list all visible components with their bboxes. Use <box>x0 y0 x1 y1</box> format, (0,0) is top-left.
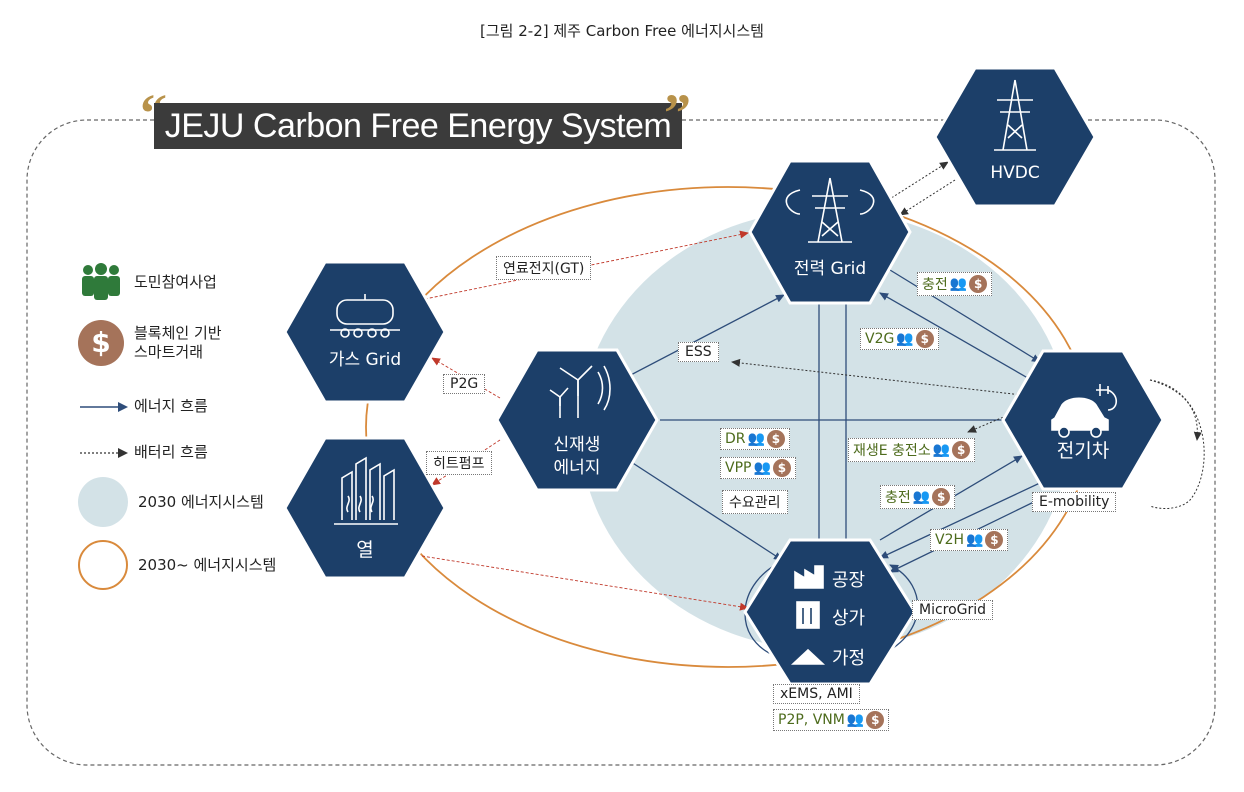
p2p-vnm-label: P2P, VNM <box>778 712 845 728</box>
v2g-label: V2G <box>865 331 895 347</box>
coin-icon: $ <box>952 441 971 459</box>
legend-participation-label: 도민참여사업 <box>134 272 217 291</box>
renewable-label-line2: 에너지 <box>554 458 601 478</box>
vpp-label: VPP <box>725 460 752 476</box>
transmission-tower-icon <box>994 79 1036 151</box>
p2g-label: P2G <box>443 374 486 394</box>
figure-caption: [그림 2-2] 제주 Carbon Free 에너지시스템 <box>480 22 764 40</box>
people-icon: 👥 <box>753 460 771 476</box>
commercial-building-icon <box>796 601 820 629</box>
microgrid-label: MicroGrid <box>912 600 994 620</box>
legend-blockchain: $ 블록체인 기반 스마트거래 <box>78 320 222 366</box>
hex-icons <box>330 79 1118 665</box>
heat-label: 열 <box>356 539 373 561</box>
demand-mgmt-label: 수요관리 <box>722 490 788 514</box>
coin-icon: $ <box>766 430 785 448</box>
charging-tag-top: 충전 👥 $ <box>917 272 993 296</box>
v2h-label: V2H <box>935 532 965 548</box>
legend-blockchain-line2: 스마트거래 <box>134 343 204 361</box>
legend-system-2030: 2030 에너지시스템 <box>78 477 264 527</box>
v2h-tag: V2H 👥 $ <box>930 529 1009 551</box>
coin-icon: $ <box>932 488 951 506</box>
solid-arrow-icon <box>80 401 128 412</box>
renewable-hex <box>495 348 659 492</box>
charging-top-label: 충전 <box>922 277 948 293</box>
legend-battery-flow: 배터리 흐름 <box>78 443 208 462</box>
dr-tag: DR 👥 $ <box>720 428 790 450</box>
legend-battery-flow-label: 배터리 흐름 <box>134 443 208 461</box>
power-tower-icon <box>785 177 875 243</box>
people-icon: 👥 <box>846 712 865 728</box>
hvdc-hex <box>933 66 1097 208</box>
people-icon: 👥 <box>912 489 931 505</box>
people-icon <box>82 263 120 300</box>
blue-circle-icon <box>78 477 128 527</box>
legend-system-2030-plus-label: 2030~ 에너지시스템 <box>138 555 277 574</box>
coin-icon: $ <box>985 531 1004 549</box>
people-icon: 👥 <box>932 442 951 458</box>
home-label: 가정 <box>832 648 865 669</box>
close-quote-mark: ” <box>664 83 691 143</box>
fuel-cell-label: 연료전지(GT) <box>496 256 592 280</box>
p2p-vnm-tag: P2P, VNM 👥 $ <box>773 709 890 731</box>
legend-energy-flow: 에너지 흐름 <box>78 397 208 416</box>
coin-icon: $ <box>915 330 934 348</box>
factory-icon <box>794 565 824 589</box>
gas-grid-label: 가스 Grid <box>329 350 401 370</box>
main-title: JEJU Carbon Free Energy System <box>154 103 682 149</box>
factory-heat-icon <box>334 456 398 525</box>
people-icon: 👥 <box>896 331 914 347</box>
renewable-label-line1: 신재생 <box>554 435 601 455</box>
wind-turbine-icon <box>549 365 611 418</box>
coin-icon: $ <box>78 320 124 366</box>
legend-blockchain-label: 블록체인 기반 스마트거래 <box>134 324 222 362</box>
people-icon: 👥 <box>747 431 765 447</box>
commercial-label: 상가 <box>832 608 865 629</box>
heat-pump-label: 히트펌프 <box>426 451 492 475</box>
tank-car-icon <box>330 294 400 338</box>
legend-participation: 도민참여사업 <box>78 262 217 302</box>
vpp-tag: VPP 👥 $ <box>720 457 796 479</box>
legend-energy-flow-label: 에너지 흐름 <box>134 397 208 415</box>
xems-ami-label: xEMS, AMI <box>773 684 860 704</box>
battery-flow-arrows <box>731 161 1205 509</box>
dr-label: DR <box>725 431 746 447</box>
gas-grid-hex <box>283 260 447 404</box>
heat-hex <box>283 436 447 580</box>
electric-car-icon <box>1051 384 1118 438</box>
v2g-tag: V2G 👥 $ <box>860 328 939 350</box>
coin-icon: $ <box>772 459 791 477</box>
ess-label: ESS <box>678 342 719 362</box>
factory-label: 공장 <box>832 570 865 591</box>
people-icon: 👥 <box>966 532 984 548</box>
legend-system-2030-label: 2030 에너지시스템 <box>138 492 264 511</box>
power-grid-label: 전력 Grid <box>794 259 866 279</box>
orange-ring-icon <box>78 540 128 590</box>
charging-tag-mid: 충전 👥 $ <box>880 485 956 509</box>
ev-label: 전기차 <box>1057 440 1109 462</box>
hvdc-label: HVDC <box>990 163 1039 183</box>
renewable-charging-tag: 재생E 충전소 👥 $ <box>848 438 976 462</box>
charging-mid-label: 충전 <box>885 490 911 506</box>
coin-icon: $ <box>866 711 885 729</box>
coin-icon: $ <box>969 275 988 293</box>
power-grid-hex <box>748 159 912 305</box>
dotted-arrow-icon <box>80 447 128 458</box>
e-mobility-label: E-mobility <box>1032 492 1117 512</box>
house-icon <box>790 648 826 665</box>
legend-system-2030-plus: 2030~ 에너지시스템 <box>78 540 276 590</box>
legend-blockchain-line1: 블록체인 기반 <box>134 324 222 342</box>
renewable-charging-label: 재생E 충전소 <box>853 443 931 459</box>
people-icon: 👥 <box>949 276 968 292</box>
